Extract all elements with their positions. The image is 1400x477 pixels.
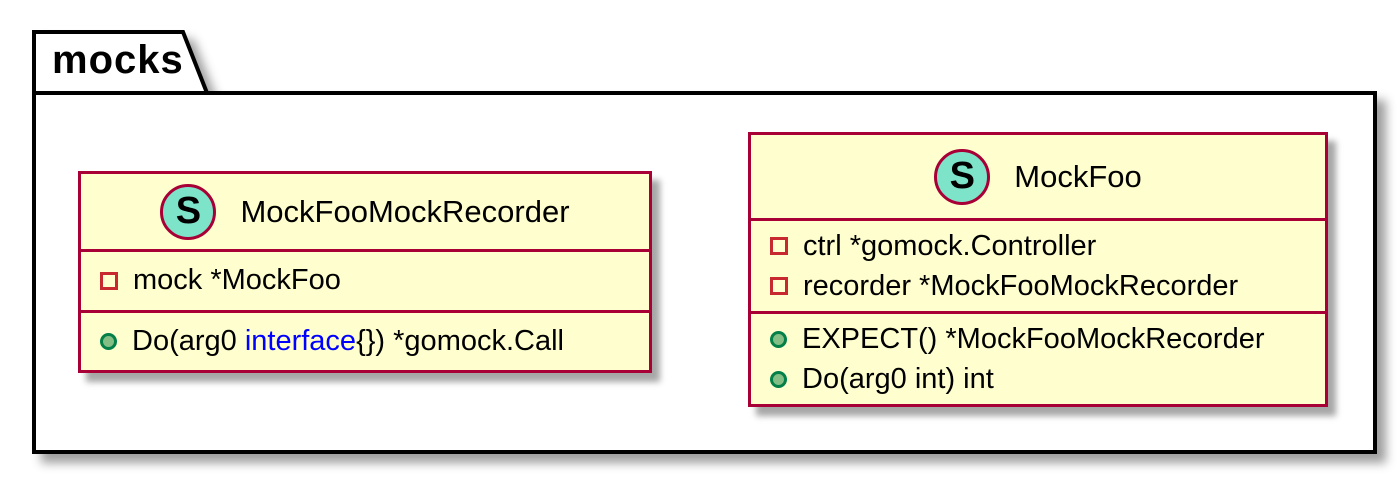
class-box-mockfoomockrecorder: S MockFooMockRecorder mock *MockFoo Do(a… xyxy=(78,171,652,373)
field-text: mock *MockFoo xyxy=(133,264,341,297)
class-header: S MockFoo xyxy=(751,135,1325,221)
method-circle-icon xyxy=(100,332,117,350)
class-box-mockfoo: S MockFoo ctrl *gomock.Controller record… xyxy=(748,132,1328,407)
method-text-part: Do(arg0 xyxy=(132,324,245,357)
method-text: Do(arg0 interface{}) *gomock.Call xyxy=(132,325,564,358)
field-square-icon xyxy=(770,277,788,295)
class-title: MockFoo xyxy=(1014,158,1142,194)
method-circle-icon xyxy=(770,330,787,348)
class-header: S MockFooMockRecorder xyxy=(81,174,649,252)
struct-spot-icon: S xyxy=(934,148,991,205)
methods-section: Do(arg0 interface{}) *gomock.Call xyxy=(81,313,649,371)
field-text: recorder *MockFooMockRecorder xyxy=(803,269,1239,302)
field-square-icon xyxy=(770,237,788,255)
field-square-icon xyxy=(100,271,118,290)
field-text: ctrl *gomock.Controller xyxy=(803,229,1097,262)
fields-section: mock *MockFoo xyxy=(81,252,649,313)
interface-keyword-link: interface xyxy=(244,324,357,357)
package-tab-shape xyxy=(32,30,210,95)
field-row: ctrl *gomock.Controller xyxy=(770,230,1309,263)
method-row: Do(arg0 int) int xyxy=(770,363,1309,396)
package-name-label: mocks xyxy=(52,38,184,82)
class-title: MockFooMockRecorder xyxy=(240,193,570,229)
method-row: Do(arg0 interface{}) *gomock.Call xyxy=(100,325,633,358)
method-row: EXPECT() *MockFooMockRecorder xyxy=(770,323,1309,356)
field-row: recorder *MockFooMockRecorder xyxy=(770,270,1309,303)
fields-section: ctrl *gomock.Controller recorder *MockFo… xyxy=(751,221,1325,314)
struct-spot-icon: S xyxy=(160,183,217,240)
method-circle-icon xyxy=(770,370,787,388)
method-text-part: {}) *gomock.Call xyxy=(356,324,564,357)
method-text: EXPECT() *MockFooMockRecorder xyxy=(802,322,1265,355)
methods-section: EXPECT() *MockFooMockRecorder Do(arg0 in… xyxy=(751,314,1325,404)
method-text: Do(arg0 int) int xyxy=(802,362,994,395)
field-row: mock *MockFoo xyxy=(100,264,633,297)
